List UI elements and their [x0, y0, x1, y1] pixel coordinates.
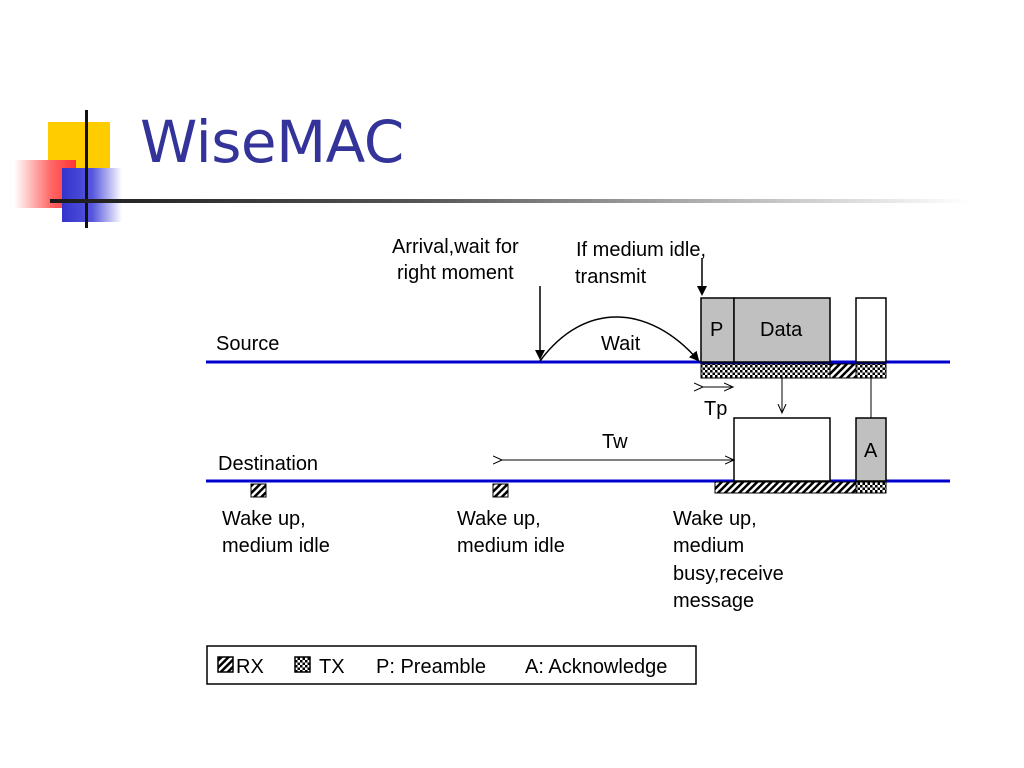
legend-acknowledge-label: A: Acknowledge: [525, 656, 667, 678]
source-rx-bar: [829, 363, 857, 379]
arrival-label-line2: right moment: [397, 262, 514, 284]
destination-label: Destination: [218, 453, 318, 475]
data-box-label: Data: [760, 319, 803, 341]
idle-label-line1: If medium idle,: [576, 239, 706, 261]
ack-receive-window: [855, 297, 887, 363]
wake2-label-line2: medium idle: [457, 535, 565, 557]
tw-label: Tw: [602, 431, 628, 453]
decor-blue-square: [62, 168, 122, 222]
source-tx-bar: [700, 363, 831, 379]
legend-tx-label: TX: [319, 656, 345, 678]
destination-receive-box: [733, 417, 831, 482]
source-label: Source: [216, 333, 279, 355]
idle-label-line2: transmit: [575, 266, 647, 288]
wake1-rx-marker: [250, 483, 267, 498]
tp-label: Tp: [704, 398, 727, 420]
wake3-label-line3: busy,receive: [673, 563, 784, 585]
slide-title: WiseMAC: [140, 108, 404, 176]
legend-tx-swatch: [294, 656, 311, 673]
wake3-label-line2: medium: [673, 535, 744, 557]
source-tx-bar-2: [855, 363, 887, 379]
preamble-box: [700, 297, 735, 363]
legend-box: [206, 645, 697, 685]
preamble-box-label: P: [710, 319, 723, 341]
data-box: [733, 297, 831, 363]
destination-tx-bar: [855, 481, 887, 494]
wake3-label-line1: Wake up,: [673, 508, 757, 530]
legend-rx-label: RX: [236, 656, 264, 678]
wake3-label-line4: message: [673, 590, 754, 612]
wake2-label-line1: Wake up,: [457, 508, 541, 530]
wake1-label-line1: Wake up,: [222, 508, 306, 530]
title-rule: [50, 199, 970, 203]
wait-curve: [539, 316, 700, 362]
arrival-label-line1: Arrival,wait for: [392, 236, 519, 258]
wait-label: Wait: [601, 333, 641, 355]
ack-box-label: A: [864, 440, 878, 462]
wake1-label-line2: medium idle: [222, 535, 330, 557]
ack-box: [855, 417, 887, 482]
destination-rx-bar: [714, 481, 857, 494]
decor-vertical-line: [85, 110, 88, 228]
legend-rx-swatch: [217, 656, 234, 673]
legend-preamble-label: P: Preamble: [376, 656, 486, 678]
wake2-rx-marker: [492, 483, 509, 498]
